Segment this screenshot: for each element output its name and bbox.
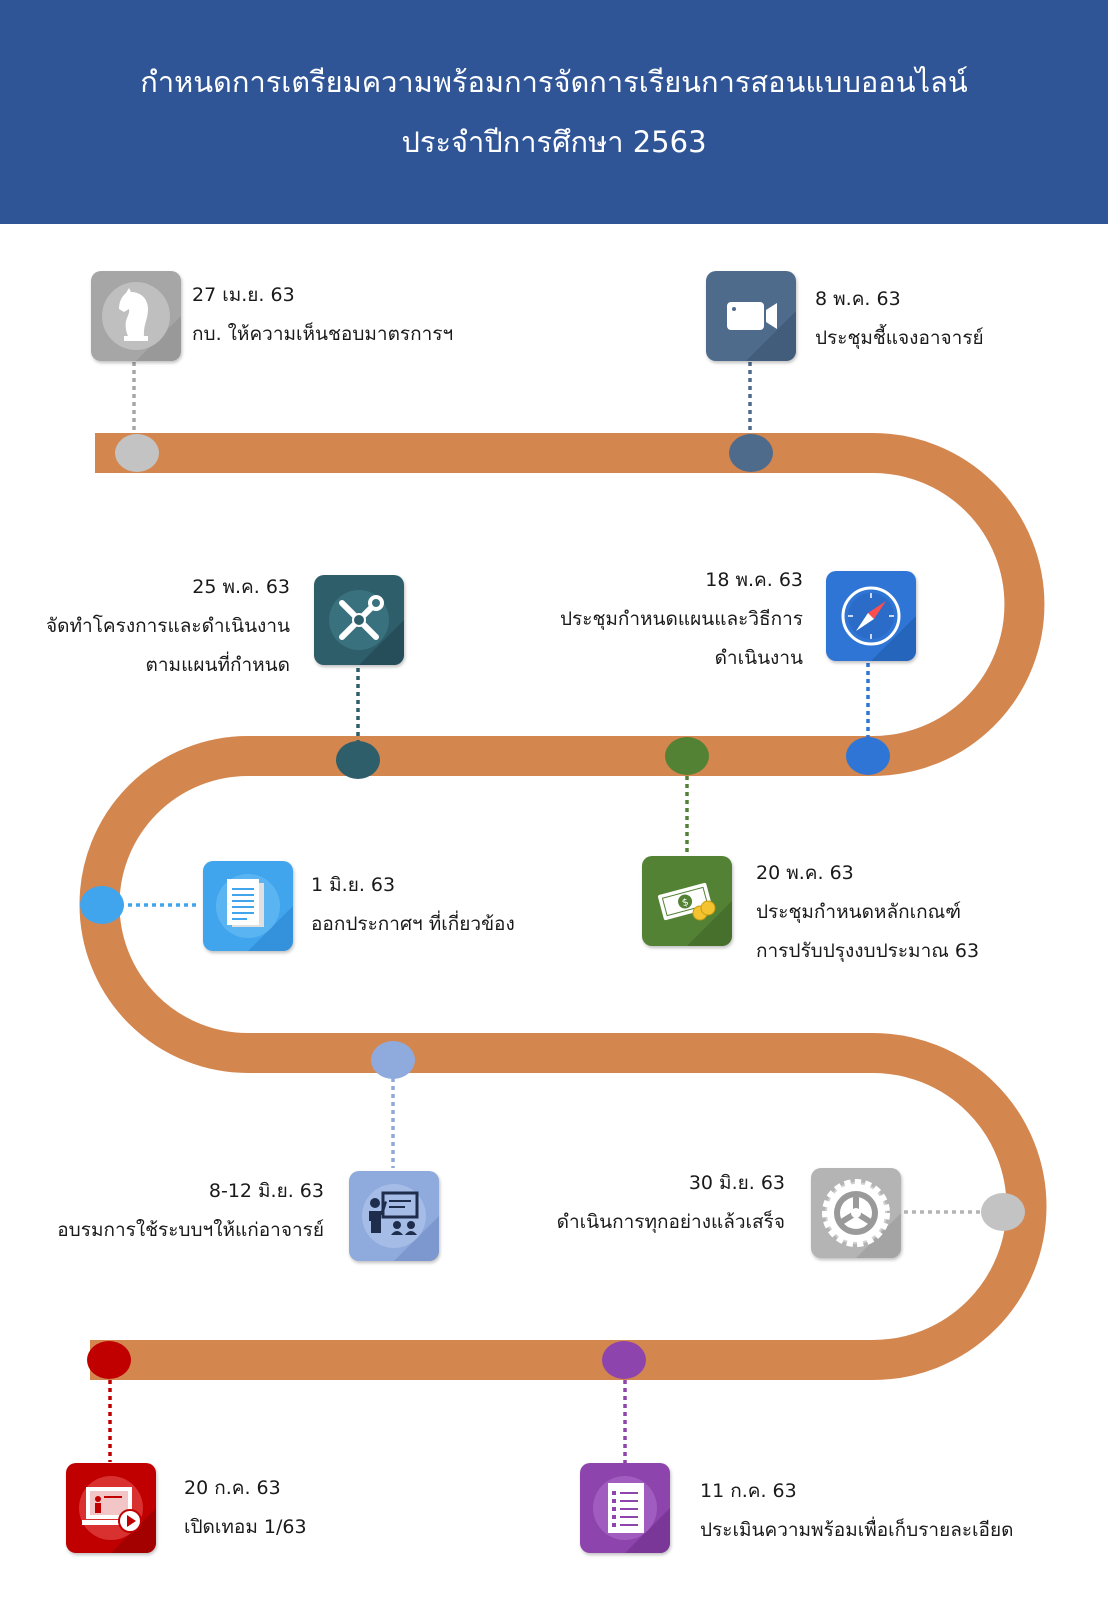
tools-icon	[329, 590, 404, 665]
milestone-m8-date: 30 มิ.ย. 63	[688, 1172, 785, 1194]
milestone-m10-date: 20 ก.ค. 63	[184, 1477, 281, 1499]
milestone-m6-date: 1 มิ.ย. 63	[311, 874, 396, 896]
milestone-m5-icon-box	[314, 575, 404, 665]
milestone-m9-date: 11 ก.ค. 63	[700, 1480, 797, 1502]
milestone-m8-icon-box	[811, 1168, 901, 1258]
milestone-m4-desc-2: การปรับปรุงงบประมาณ 63	[756, 940, 980, 962]
dot-m8	[981, 1193, 1025, 1231]
online-class-icon	[79, 1476, 156, 1553]
milestone-m4-icon-box: $	[642, 856, 732, 946]
milestone-m9-icon-box	[580, 1463, 670, 1553]
milestone-m7-desc-1: อบรมการใช้ระบบฯให้แก่อาจารย์	[57, 1219, 324, 1241]
milestone-m7-date: 8-12 มิ.ย. 63	[208, 1180, 324, 1202]
document-icon	[216, 874, 293, 951]
dot-m7	[371, 1041, 415, 1079]
checklist-icon	[593, 1476, 670, 1553]
milestone-m6-label: 1 มิ.ย. 63 ออกประกาศฯ ที่เกี่ยวข้อง	[311, 866, 515, 944]
milestone-m5-desc-2: ตามแผนที่กำหนด	[145, 654, 290, 676]
page-subtitle: ประจำปีการศึกษา 2563	[401, 125, 707, 159]
milestone-m3-label: 18 พ.ค. 63 ประชุมกำหนดแผนและวิธีการ ดำเน…	[560, 561, 803, 678]
milestone-m1-label: 27 เม.ย. 63 กบ. ให้ความเห็นชอบมาตรการฯ	[192, 276, 453, 354]
milestone-m9-desc-1: ประเมินความพร้อมเพื่อเก็บรายละเอียด	[700, 1519, 1014, 1541]
dot-m6	[80, 886, 124, 924]
dot-m5	[336, 741, 380, 779]
header-banner: กำหนดการเตรียมความพร้อมการจัดการเรียนการ…	[0, 0, 1108, 224]
dot-m3	[846, 737, 890, 775]
milestone-m1-desc-1: กบ. ให้ความเห็นชอบมาตรการฯ	[192, 323, 454, 345]
milestone-m3-icon-box	[826, 571, 916, 661]
milestone-m4-label: 20 พ.ค. 63 ประชุมกำหนดหลักเกณฑ์ การปรับป…	[756, 854, 979, 971]
milestone-m5-desc-1: จัดทำโครงการและดำเนินงาน	[46, 615, 290, 637]
chess-knight-icon	[102, 282, 181, 361]
milestone-m6-desc-1: ออกประกาศฯ ที่เกี่ยวข้อง	[311, 913, 515, 935]
page-title: กำหนดการเตรียมความพร้อมการจัดการเรียนการ…	[140, 65, 968, 99]
milestone-m6-icon-box	[203, 861, 293, 951]
milestone-m7-label: 8-12 มิ.ย. 63 อบรมการใช้ระบบฯให้แก่อาจาร…	[57, 1172, 324, 1250]
dot-m2	[729, 434, 773, 472]
milestone-m8-label: 30 มิ.ย. 63 ดำเนินการทุกอย่างแล้วเสร็จ	[557, 1164, 785, 1242]
milestone-m5-date: 25 พ.ค. 63	[192, 576, 290, 598]
milestone-m2-label: 8 พ.ค. 63 ประชุมชี้แจงอาจารย์	[815, 280, 984, 358]
milestone-m8-desc-1: ดำเนินการทุกอย่างแล้วเสร็จ	[556, 1211, 785, 1233]
milestone-m10-icon-box	[66, 1463, 156, 1553]
dot-m1	[115, 434, 159, 472]
svg-text:$: $	[681, 897, 690, 909]
milestone-m4-desc-1: ประชุมกำหนดหลักเกณฑ์	[756, 901, 961, 923]
milestone-m5-label: 25 พ.ค. 63 จัดทำโครงการและดำเนินงาน ตามแ…	[46, 568, 290, 685]
dot-m4	[665, 737, 709, 775]
milestone-m9-label: 11 ก.ค. 63 ประเมินความพร้อมเพื่อเก็บรายล…	[700, 1472, 1013, 1550]
milestone-m3-date: 18 พ.ค. 63	[705, 569, 803, 591]
video-camera-icon	[727, 302, 796, 361]
compass-icon	[841, 586, 916, 661]
milestone-m1-icon-box	[91, 271, 181, 361]
milestone-m10-desc-1: เปิดเทอม 1/63	[184, 1516, 307, 1538]
gear-icon	[822, 1179, 901, 1258]
dot-m10	[87, 1341, 131, 1379]
milestone-m7-icon-box	[349, 1171, 439, 1261]
milestone-m2-icon-box	[706, 271, 796, 361]
milestone-m3-desc-1: ประชุมกำหนดแผนและวิธีการ	[559, 608, 803, 630]
dot-m9	[602, 1341, 646, 1379]
milestone-m2-desc-1: ประชุมชี้แจงอาจารย์	[815, 327, 984, 349]
milestone-m3-desc-2: ดำเนินงาน	[714, 647, 803, 669]
milestone-m10-label: 20 ก.ค. 63 เปิดเทอม 1/63	[184, 1469, 307, 1547]
training-icon	[362, 1184, 439, 1261]
milestone-m2-date: 8 พ.ค. 63	[815, 288, 901, 310]
milestone-m4-date: 20 พ.ค. 63	[756, 862, 854, 884]
money-icon: $	[658, 882, 732, 946]
milestone-m1-date: 27 เม.ย. 63	[192, 284, 295, 306]
